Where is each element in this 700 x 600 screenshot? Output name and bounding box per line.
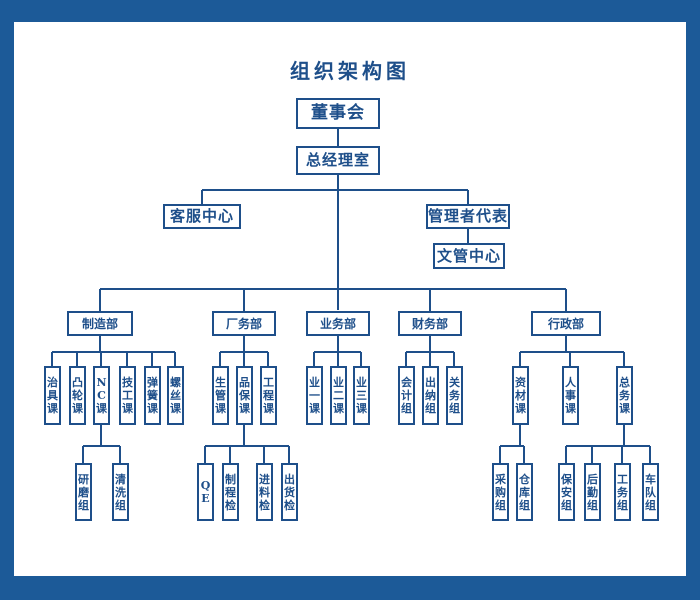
node-hr: 人事课: [562, 366, 579, 425]
node-qa: 品保课: [236, 366, 253, 425]
node-process-check: 制程检: [222, 463, 239, 521]
node-doc-center: 文管中心: [433, 243, 505, 269]
node-logistics: 后勤组: [584, 463, 601, 521]
node-gm-office: 总经理室: [296, 146, 380, 175]
node-sales1: 业一课: [306, 366, 323, 425]
node-customer-service: 客服中心: [163, 204, 241, 229]
node-cam: 凸轮课: [69, 366, 86, 425]
node-outgoing-check: 出货检: [281, 463, 298, 521]
node-qe: QE: [197, 463, 214, 521]
node-admin: 行政部: [531, 311, 601, 336]
node-manufacturing: 制造部: [67, 311, 133, 336]
node-works: 工务组: [614, 463, 631, 521]
node-factory: 厂务部: [212, 311, 276, 336]
node-incoming-check: 进料检: [256, 463, 273, 521]
node-nc: NC课: [93, 366, 110, 425]
node-engineering: 工程课: [260, 366, 277, 425]
node-spring: 弹簧课: [144, 366, 161, 425]
node-security: 保安组: [558, 463, 575, 521]
node-board: 董事会: [296, 98, 380, 129]
node-business: 业务部: [306, 311, 370, 336]
node-accounting: 会计组: [398, 366, 415, 425]
node-screw: 螺丝课: [167, 366, 184, 425]
node-grinding: 研磨组: [75, 463, 92, 521]
node-cleaning: 清洗组: [112, 463, 129, 521]
page-title: 组织架构图: [290, 59, 410, 83]
node-sales3: 业三课: [353, 366, 370, 425]
node-general-affairs: 总务课: [616, 366, 633, 425]
node-tech: 技工课: [119, 366, 136, 425]
node-finance: 财务部: [398, 311, 462, 336]
node-production-control: 生管课: [212, 366, 229, 425]
node-fleet: 车队组: [642, 463, 659, 521]
node-purchasing: 采购组: [492, 463, 509, 521]
node-customs: 关务组: [446, 366, 463, 425]
node-fixture: 治具课: [44, 366, 61, 425]
node-cashier: 出纳组: [422, 366, 439, 425]
node-materials: 资材课: [512, 366, 529, 425]
node-sales2: 业二课: [330, 366, 347, 425]
node-warehouse: 仓库组: [516, 463, 533, 521]
node-mgmt-rep: 管理者代表: [426, 204, 510, 229]
